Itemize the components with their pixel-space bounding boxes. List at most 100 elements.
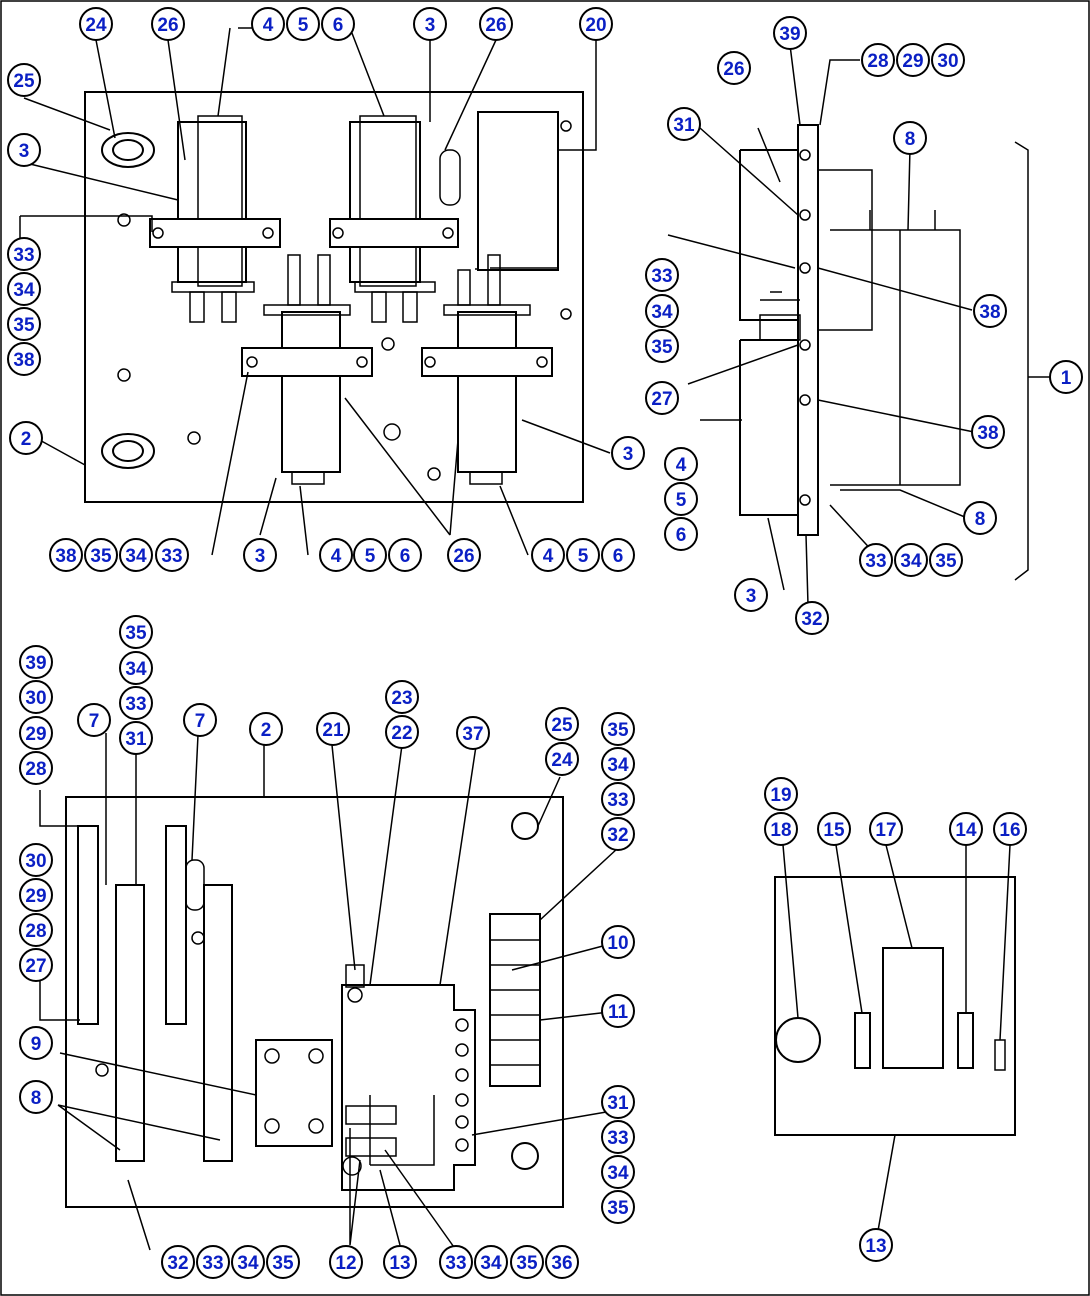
svg-text:26: 26	[485, 15, 506, 36]
svg-text:1: 1	[1061, 368, 1072, 389]
svg-text:25: 25	[13, 71, 35, 92]
callout-c55: 31	[119, 721, 153, 755]
svg-text:34: 34	[900, 551, 922, 572]
svg-text:35: 35	[13, 315, 35, 336]
svg-text:35: 35	[607, 1198, 629, 1219]
svg-text:13: 13	[865, 1236, 886, 1257]
callout-c95: 19	[764, 777, 798, 811]
svg-text:29: 29	[902, 51, 923, 72]
svg-text:26: 26	[723, 59, 744, 80]
svg-text:26: 26	[453, 546, 474, 567]
svg-text:4: 4	[676, 455, 687, 476]
callout-c37: 34	[645, 294, 679, 328]
callout-c10: 3	[7, 133, 41, 167]
callout-c21: 3	[243, 538, 277, 572]
svg-text:34: 34	[480, 1253, 502, 1274]
svg-text:4: 4	[543, 546, 554, 567]
callout-c67: 25	[545, 707, 579, 741]
callout-c18: 35	[84, 538, 118, 572]
mounting-plate-bottom	[65, 796, 564, 1208]
svg-text:9: 9	[31, 1034, 42, 1055]
callout-c12: 34	[7, 272, 41, 306]
callout-c29: 39	[773, 16, 807, 50]
svg-text:34: 34	[607, 1163, 629, 1184]
callout-c82: 33	[601, 1120, 635, 1154]
callout-c81: 31	[601, 1085, 635, 1119]
svg-text:33: 33	[13, 245, 34, 266]
svg-text:20: 20	[585, 15, 606, 36]
callout-c7: 26	[479, 7, 513, 41]
callout-c20: 33	[155, 538, 189, 572]
callout-c8: 20	[579, 7, 613, 41]
callout-c78: 11	[601, 994, 635, 1028]
callout-c85: 32	[161, 1245, 195, 1279]
callout-c1: 24	[79, 7, 113, 41]
svg-text:39: 39	[25, 653, 46, 674]
callout-c98: 17	[869, 812, 903, 846]
callout-c87: 34	[231, 1245, 265, 1279]
callout-c50: 3	[734, 578, 768, 612]
callout-c77: 10	[601, 925, 635, 959]
callout-c44: 5	[664, 482, 698, 516]
callout-c11: 33	[7, 237, 41, 271]
callout-c86: 33	[196, 1245, 230, 1279]
svg-text:18: 18	[770, 820, 791, 841]
callout-c92: 34	[474, 1245, 508, 1279]
callout-c34: 31	[667, 107, 701, 141]
callout-c46: 8	[963, 501, 997, 535]
component-box	[774, 876, 1016, 1136]
svg-text:34: 34	[13, 280, 35, 301]
svg-text:22: 22	[391, 723, 412, 744]
callout-c90: 13	[383, 1245, 417, 1279]
callout-c40: 27	[645, 381, 679, 415]
svg-text:29: 29	[25, 724, 46, 745]
callout-c28: 6	[601, 538, 635, 572]
svg-text:5: 5	[365, 546, 376, 567]
callout-c43: 4	[664, 447, 698, 481]
callout-c35: 8	[893, 121, 927, 155]
svg-text:6: 6	[676, 525, 687, 546]
callout-c38: 35	[645, 329, 679, 363]
svg-text:25: 25	[551, 715, 573, 736]
callout-c62: 2	[249, 712, 283, 746]
callout-c75: 28	[19, 913, 53, 947]
svg-text:35: 35	[607, 720, 629, 741]
svg-text:7: 7	[89, 711, 100, 732]
callout-c84: 35	[601, 1190, 635, 1224]
callout-c39: 38	[973, 294, 1007, 328]
svg-text:38: 38	[979, 302, 1000, 323]
callout-c53: 34	[119, 651, 153, 685]
callout-c3: 4	[251, 7, 285, 41]
svg-text:10: 10	[607, 933, 628, 954]
mounting-plate-top	[84, 91, 584, 503]
svg-text:35: 35	[125, 623, 147, 644]
callout-c51: 32	[795, 601, 829, 635]
callout-c13: 35	[7, 307, 41, 341]
svg-text:36: 36	[551, 1253, 572, 1274]
callout-c9: 25	[7, 63, 41, 97]
svg-text:24: 24	[85, 15, 107, 36]
callout-c66: 37	[456, 716, 490, 750]
svg-text:32: 32	[801, 609, 822, 630]
svg-text:33: 33	[161, 546, 182, 567]
svg-text:2: 2	[261, 720, 272, 741]
svg-text:27: 27	[25, 956, 46, 977]
svg-text:30: 30	[25, 688, 46, 709]
callout-c57: 30	[19, 680, 53, 714]
svg-text:17: 17	[875, 820, 896, 841]
svg-text:39: 39	[779, 24, 800, 45]
callout-c80: 8	[19, 1080, 53, 1114]
callout-c101: 13	[859, 1228, 893, 1262]
callout-c59: 28	[19, 751, 53, 785]
callout-c16: 3	[611, 436, 645, 470]
svg-text:34: 34	[125, 546, 147, 567]
svg-text:14: 14	[955, 820, 977, 841]
svg-text:3: 3	[19, 141, 30, 162]
svg-text:34: 34	[651, 302, 673, 323]
capacitor-3	[281, 311, 341, 473]
svg-text:5: 5	[298, 15, 309, 36]
callout-c32: 30	[931, 43, 965, 77]
callout-c64: 23	[385, 680, 419, 714]
side-view	[667, 44, 1050, 606]
svg-text:4: 4	[331, 546, 342, 567]
